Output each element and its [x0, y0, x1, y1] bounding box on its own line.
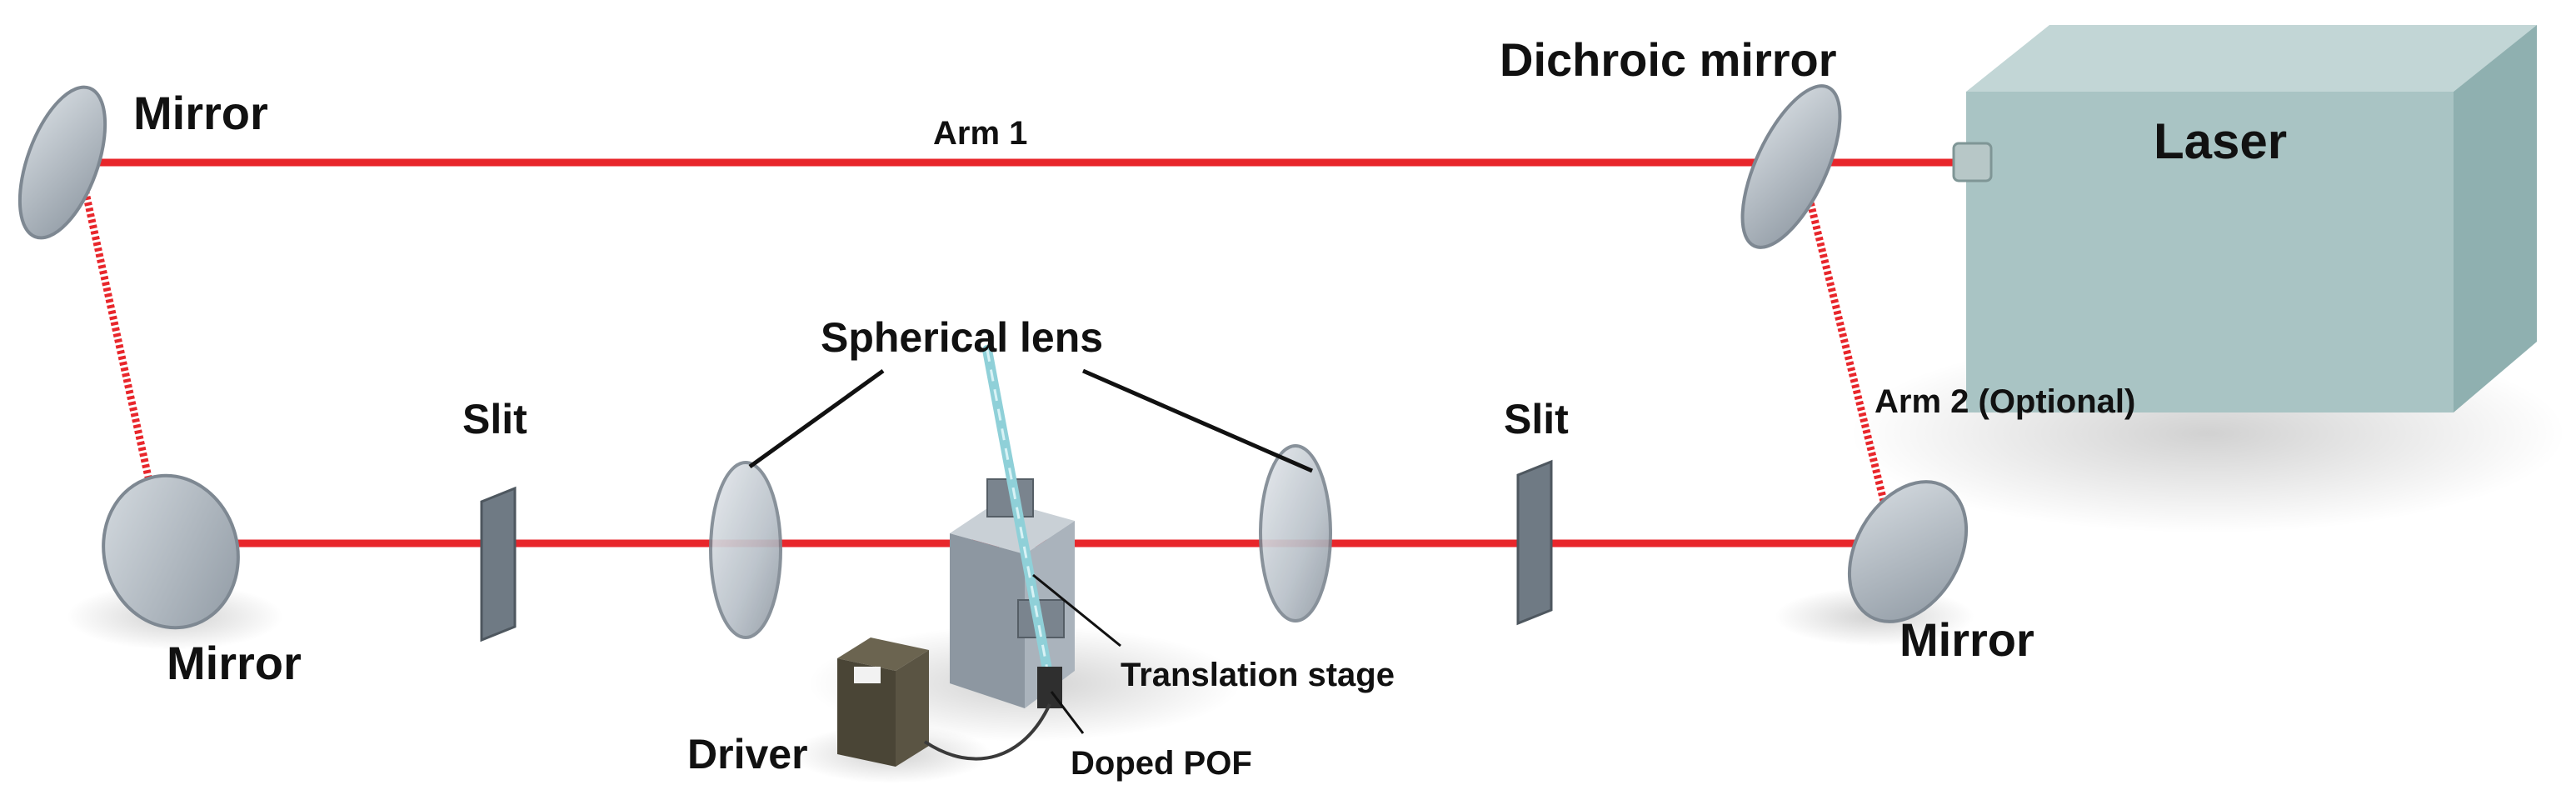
- lens-left-optic: [709, 461, 782, 639]
- mirror-bottom-right-optic: [1847, 480, 1969, 623]
- leader-translation-stage: [1032, 573, 1121, 648]
- label-slit-left: Slit: [462, 396, 527, 442]
- driver-box: [837, 638, 1051, 767]
- slit-left-plate: [480, 486, 517, 642]
- mirror-bottom-left-optic: [102, 473, 240, 630]
- laser-front-face: [1966, 92, 2454, 412]
- label-laser: Laser: [2154, 113, 2288, 169]
- label-arm1: Arm 1: [933, 115, 1028, 152]
- slit-right-optic: [1516, 459, 1553, 626]
- laser-top-face: [1966, 25, 2537, 92]
- dichroic-mirror-disc: [1740, 84, 1842, 249]
- stage-front-face: [950, 533, 1025, 708]
- slit-right-plate: [1516, 459, 1553, 626]
- stage-top-face: [950, 500, 1075, 554]
- mirror-top-left-optic: [17, 85, 107, 240]
- driver-display: [854, 667, 881, 683]
- dichroic-mirror-optic: [1740, 84, 1842, 249]
- label-dichroic-mirror: Dichroic mirror: [1500, 33, 1837, 86]
- mirror-bottom-left-disc: [102, 473, 240, 630]
- lens-left-disc: [709, 461, 782, 639]
- translation-stage-assembly: [950, 345, 1075, 708]
- label-driver: Driver: [687, 731, 808, 778]
- label-translation-stage: Translation stage: [1121, 657, 1395, 693]
- driver-cable: [923, 703, 1051, 761]
- label-mirror-bottom-left: Mirror: [167, 637, 302, 689]
- driver-front-face: [837, 658, 896, 767]
- label-arm2: Arm 2 (Optional): [1875, 383, 2136, 420]
- label-spherical-lens: Spherical lens: [821, 314, 1104, 361]
- lens-right-disc: [1259, 444, 1332, 622]
- slit-left-optic: [480, 486, 517, 642]
- laser-aperture: [1952, 142, 1993, 182]
- mirror-bottom-right-disc: [1847, 480, 1969, 623]
- laser-side-face: [2454, 25, 2537, 412]
- mirror-top-left-disc: [17, 85, 107, 240]
- label-slit-right: Slit: [1504, 396, 1569, 442]
- leader-lens-right: [1082, 368, 1313, 473]
- laser-box: [1952, 25, 2537, 412]
- lens-right-optic: [1259, 444, 1332, 622]
- leader-lines: [748, 368, 1313, 734]
- beam-arm2: [1800, 173, 1894, 527]
- leader-doped-pof: [1050, 691, 1085, 734]
- leader-lens-left: [748, 368, 885, 469]
- doped-pof-highlight: [986, 349, 1053, 692]
- label-doped-pof: Doped POF: [1071, 745, 1252, 782]
- label-mirror-bottom-right: Mirror: [1900, 613, 2034, 666]
- driver-side-face: [896, 650, 929, 767]
- label-mirror-top-left: Mirror: [133, 87, 268, 139]
- driver-top-face: [837, 638, 929, 671]
